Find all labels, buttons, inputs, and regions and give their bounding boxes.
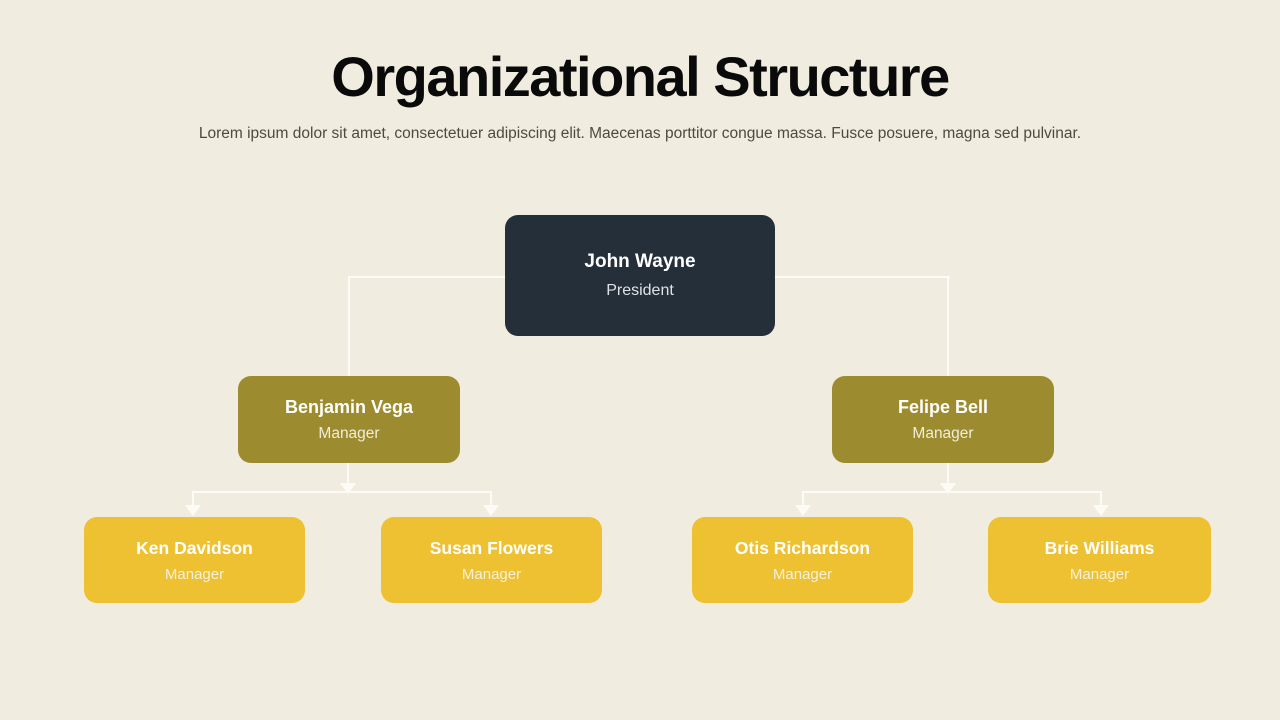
org-node-staff-1: Ken Davidson Manager — [84, 517, 305, 603]
arrow-down-icon — [795, 505, 811, 516]
arrow-down-icon — [940, 483, 956, 494]
node-role: Manager — [1069, 565, 1130, 583]
arrow-down-icon — [340, 483, 356, 494]
connector-left-stem — [347, 462, 349, 485]
node-role: Manager — [461, 565, 522, 583]
page-subtitle: Lorem ipsum dolor sit amet, consectetuer… — [198, 125, 1082, 142]
arrow-down-icon — [185, 505, 201, 516]
connector-top-drop-right — [947, 276, 949, 376]
connector-right-drop-1 — [802, 491, 804, 506]
node-role: President — [606, 282, 674, 299]
connector-right-rail — [802, 491, 1102, 493]
node-role: Manager — [772, 565, 833, 583]
arrow-down-icon — [1093, 505, 1109, 516]
node-role: Manager — [318, 424, 380, 442]
node-name: Ken Davidson — [136, 537, 253, 558]
org-node-staff-3: Otis Richardson Manager — [692, 517, 913, 603]
org-node-manager-left: Benjamin Vega Manager — [238, 376, 460, 463]
node-name: Susan Flowers — [429, 537, 554, 558]
page-title: Organizational Structure — [331, 45, 950, 108]
org-node-manager-right: Felipe Bell Manager — [832, 376, 1054, 463]
org-node-president: John Wayne President — [505, 215, 775, 336]
node-name: Brie Williams — [1044, 537, 1155, 558]
node-name: Felipe Bell — [897, 396, 989, 417]
arrow-down-icon — [483, 505, 499, 516]
connector-left-drop-1 — [192, 491, 194, 506]
connector-left-drop-2 — [490, 491, 492, 506]
connector-right-drop-2 — [1100, 491, 1102, 506]
node-role: Manager — [164, 565, 225, 583]
org-node-staff-2: Susan Flowers Manager — [381, 517, 602, 603]
node-name: Otis Richardson — [734, 537, 871, 558]
org-node-staff-4: Brie Williams Manager — [988, 517, 1211, 603]
node-role: Manager — [912, 424, 974, 442]
connector-right-stem — [947, 462, 949, 485]
node-name: John Wayne — [584, 251, 696, 272]
connector-left-rail — [192, 491, 492, 493]
connector-top-drop-left — [348, 276, 350, 376]
node-name: Benjamin Vega — [284, 396, 414, 417]
